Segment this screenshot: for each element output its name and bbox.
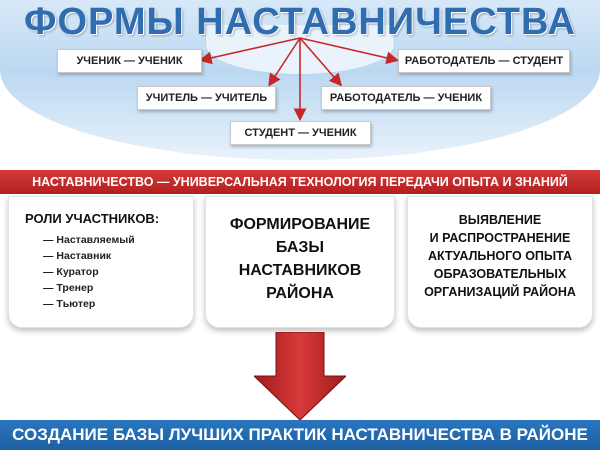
down-arrow-icon bbox=[254, 332, 346, 421]
experience-text: ВЫЯВЛЕНИЕ И РАСПРОСТРАНЕНИЕ АКТУАЛЬНОГО … bbox=[408, 211, 592, 301]
form-student-pupil: СТУДЕНТ — УЧЕНИК bbox=[230, 121, 371, 145]
arrow-to-form-4 bbox=[299, 37, 343, 87]
role-item: — Тренер bbox=[43, 282, 94, 294]
forms-connector-arrows bbox=[198, 37, 400, 122]
footer-banner: СОЗДАНИЕ БАЗЫ ЛУЧШИХ ПРАКТИК НАСТАВНИЧЕС… bbox=[0, 420, 600, 450]
card-line: ФОРМИРОВАНИЕ bbox=[229, 216, 371, 233]
form-employer-pupil: РАБОТОДАТЕЛЬ — УЧЕНИК bbox=[321, 86, 491, 110]
card-line: ОРГАНИЗАЦИЙ РАЙОНА bbox=[424, 285, 576, 299]
roles-card: РОЛИ УЧАСТНИКОВ: — Наставляемый — Настав… bbox=[8, 196, 194, 328]
role-item: — Наставляемый bbox=[43, 234, 135, 246]
arrow-to-form-2 bbox=[299, 37, 400, 65]
card-line: РАЙОНА bbox=[266, 285, 334, 302]
card-line: АКТУАЛЬНОГО ОПЫТА bbox=[427, 249, 573, 263]
arrow-to-form-1 bbox=[198, 37, 301, 65]
card-line: ОБРАЗОВАТЕЛЬНЫХ bbox=[433, 267, 567, 281]
experience-card: ВЫЯВЛЕНИЕ И РАСПРОСТРАНЕНИЕ АКТУАЛЬНОГО … bbox=[407, 196, 593, 328]
form-employer-student: РАБОТОДАТЕЛЬ — СТУДЕНТ bbox=[398, 49, 570, 73]
form-student-student: УЧЕНИК — УЧЕНИК bbox=[57, 49, 202, 73]
mentor-base-card: ФОРМИРОВАНИЕ БАЗЫ НАСТАВНИКОВ РАЙОНА bbox=[205, 196, 395, 328]
mentoring-banner: НАСТАВНИЧЕСТВО — УНИВЕРСАЛЬНАЯ ТЕХНОЛОГИ… bbox=[0, 170, 600, 194]
card-line: НАСТАВНИКОВ bbox=[238, 262, 362, 279]
roles-list: — Наставляемый — Наставник — Куратор — Т… bbox=[43, 232, 135, 312]
page-title: ФОРМЫ НАСТАВНИЧЕСТВА bbox=[24, 1, 576, 43]
role-item: — Наставник bbox=[43, 250, 112, 262]
role-item: — Тьютер bbox=[43, 298, 96, 310]
card-line: И РАСПРОСТРАНЕНИЕ bbox=[429, 231, 571, 245]
roles-title: РОЛИ УЧАСТНИКОВ: bbox=[25, 211, 160, 226]
form-teacher-teacher: УЧИТЕЛЬ — УЧИТЕЛЬ bbox=[137, 86, 276, 110]
mentor-base-text: ФОРМИРОВАНИЕ БАЗЫ НАСТАВНИКОВ РАЙОНА bbox=[206, 213, 394, 305]
role-item: — Куратор bbox=[43, 266, 99, 278]
card-line: ВЫЯВЛЕНИЕ bbox=[458, 213, 542, 227]
card-line: БАЗЫ bbox=[275, 239, 325, 256]
arrow-to-form-3 bbox=[268, 37, 301, 87]
